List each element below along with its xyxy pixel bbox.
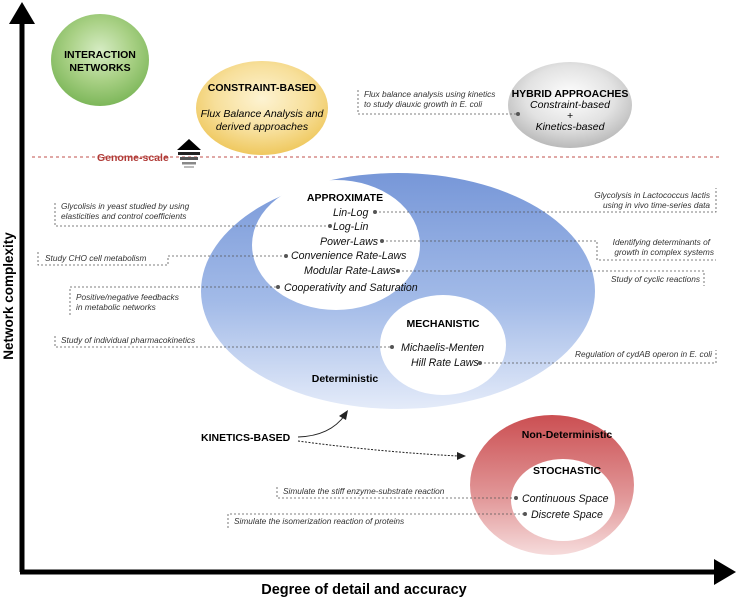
dot-hill bbox=[478, 361, 482, 365]
note-glycolysis-lactis-2: using in vivo time-series data bbox=[603, 200, 710, 210]
stochastic-title: STOCHASTIC bbox=[533, 465, 601, 477]
dot-log-lin bbox=[328, 224, 332, 228]
note-pharmacokinetics: Study of individual pharmacokinetics bbox=[61, 335, 195, 345]
upward-stack-icon bbox=[177, 139, 201, 168]
note-cho: Study CHO cell metabolism bbox=[45, 253, 147, 263]
kinetics-arrow-up-head bbox=[339, 410, 348, 420]
note-glycolysis-yeast-1: Glycolisis in yeast studied by using bbox=[61, 201, 190, 211]
approx-item-log-lin: Log-Lin bbox=[333, 221, 368, 233]
approximate-title: APPROXIMATE bbox=[307, 192, 383, 204]
interaction-networks-bubble bbox=[51, 14, 149, 106]
constraint-based-title: CONSTRAINT-BASED bbox=[208, 82, 317, 94]
note-glycolysis-yeast-2: elasticities and control coefficients bbox=[61, 211, 186, 221]
note-growth-1: Identifying determinants of bbox=[613, 237, 712, 247]
constraint-based-subtitle-line2: derived approaches bbox=[216, 121, 309, 133]
hybrid-approaches-title: HYBRID APPROACHES bbox=[512, 88, 629, 100]
leader-isomerization bbox=[227, 513, 525, 528]
dot-convenience bbox=[284, 254, 288, 258]
note-stiff: Simulate the stiff enzyme-substrate reac… bbox=[283, 486, 445, 496]
kinetics-arrow-up bbox=[297, 414, 346, 438]
hybrid-note-line1: Flux balance analysis using kinetics bbox=[364, 89, 495, 99]
leader-cyclic bbox=[398, 270, 705, 286]
leader-glycolysis-lactis bbox=[375, 188, 717, 213]
note-feedbacks-2: in metabolic networks bbox=[76, 302, 156, 312]
hybrid-note-leader bbox=[357, 90, 518, 115]
kinetics-arrow-right bbox=[297, 440, 459, 457]
deterministic-label: Deterministic bbox=[312, 373, 379, 385]
stoch-item-continuous: Continuous Space bbox=[522, 493, 609, 505]
dot-continuous bbox=[514, 496, 518, 500]
leader-cho bbox=[37, 252, 286, 266]
x-axis-arrowhead bbox=[714, 559, 736, 585]
note-glycolysis-lactis-1: Glycolysis in Lactococcus lactis bbox=[594, 190, 710, 200]
kinetics-arrow-right-head bbox=[457, 452, 466, 460]
dot-power-laws bbox=[380, 239, 384, 243]
approx-item-modular: Modular Rate-Laws bbox=[304, 265, 397, 277]
dot-modular bbox=[396, 269, 400, 273]
leader-feedbacks bbox=[69, 286, 278, 315]
mechanistic-title: MECHANISTIC bbox=[407, 318, 480, 330]
hybrid-approaches-line3: Kinetics-based bbox=[536, 121, 606, 133]
dot-cooperativity bbox=[276, 285, 280, 289]
genome-scale-label: Genome-scale bbox=[97, 152, 169, 164]
constraint-based-subtitle-line1: Flux Balance Analysis and bbox=[201, 108, 325, 120]
note-growth-2: growth in complex systems bbox=[614, 247, 714, 257]
hybrid-approaches-plus: + bbox=[567, 110, 573, 122]
note-isomerization: Simulate the isomerization reaction of p… bbox=[234, 516, 404, 526]
non-deterministic-label: Non-Deterministic bbox=[522, 429, 613, 441]
dot-discrete bbox=[523, 512, 527, 516]
dot-michaelis bbox=[390, 345, 394, 349]
note-cyclic: Study of cyclic reactions bbox=[611, 274, 700, 284]
hybrid-approaches-bubble bbox=[508, 62, 632, 148]
x-axis-label: Degree of detail and accuracy bbox=[261, 582, 467, 598]
approx-item-cooperativity: Cooperativity and Saturation bbox=[284, 282, 418, 294]
leader-growth bbox=[382, 240, 716, 261]
hybrid-note-dot bbox=[516, 112, 520, 116]
kinetics-based-label: KINETICS-BASED bbox=[201, 432, 291, 444]
interaction-networks-label-line1: INTERACTION bbox=[64, 49, 136, 61]
hybrid-approaches-line1: Constraint-based bbox=[530, 99, 611, 111]
stoch-item-discrete: Discrete Space bbox=[531, 509, 603, 521]
mech-item-hill: Hill Rate Laws bbox=[411, 357, 479, 369]
leader-cydab bbox=[480, 350, 717, 364]
y-axis-label: Network complexity bbox=[1, 232, 16, 360]
hybrid-note-line2: to study diauxic growth in E. coli bbox=[364, 99, 483, 109]
note-feedbacks-1: Positive/negative feedbacks bbox=[76, 292, 179, 302]
approx-item-convenience: Convenience Rate-Laws bbox=[291, 250, 407, 262]
constraint-based-bubble bbox=[196, 61, 328, 155]
approx-item-power-laws: Power-Laws bbox=[320, 236, 379, 248]
dot-lin-log bbox=[373, 210, 377, 214]
approximate-bubble bbox=[252, 180, 420, 310]
mech-item-michaelis: Michaelis-Menten bbox=[401, 342, 484, 354]
mechanistic-bubble bbox=[380, 295, 506, 395]
approx-item-lin-log: Lin-Log bbox=[333, 207, 368, 219]
note-cydab: Regulation of cydAB operon in E. coli bbox=[575, 349, 713, 359]
y-axis-arrowhead bbox=[9, 2, 35, 24]
interaction-networks-label-line2: NETWORKS bbox=[69, 62, 130, 74]
stochastic-bubble bbox=[511, 459, 615, 541]
